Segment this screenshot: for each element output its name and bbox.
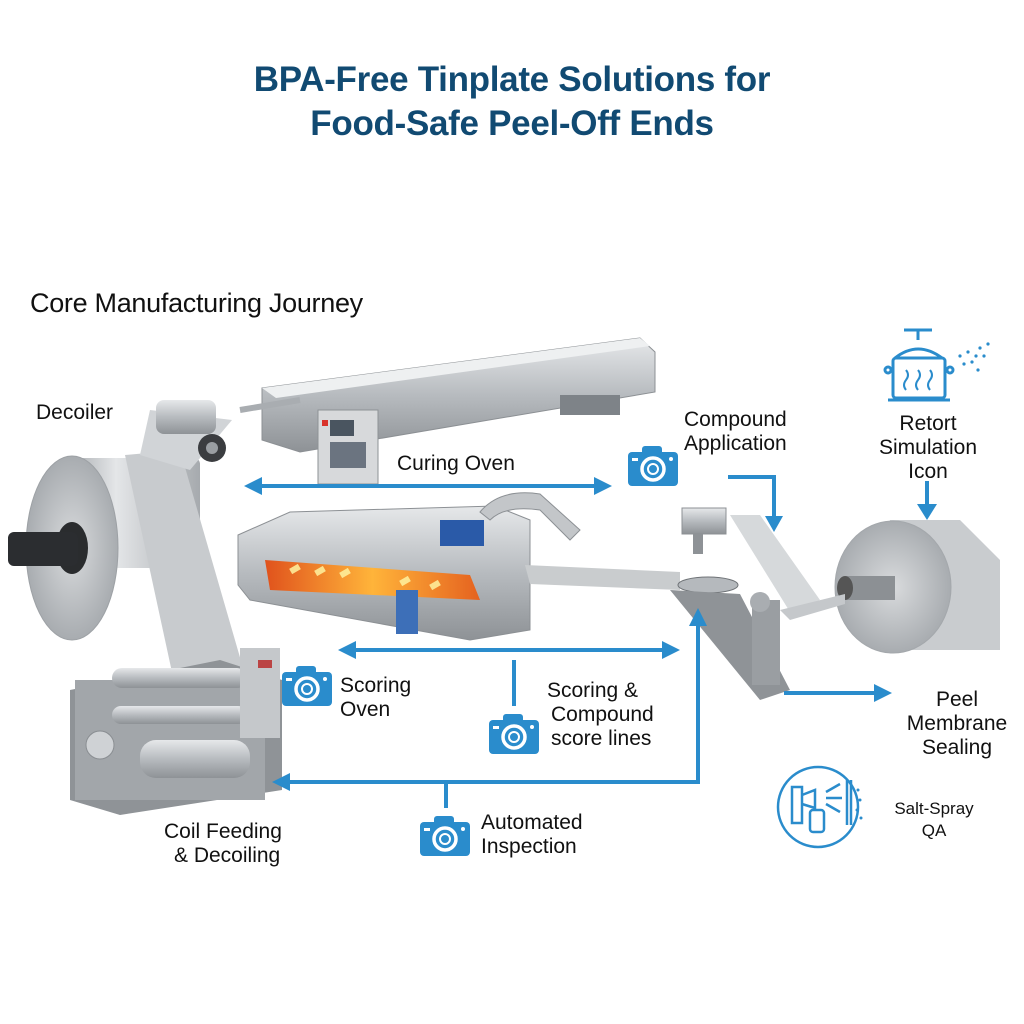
section-heading: Core Manufacturing Journey [30,288,363,318]
label-scoring-oven: Scoring Oven [340,674,411,722]
label-line: Inspection [481,835,577,858]
compound-dispenser [670,507,820,700]
label-line: Coil Feeding [164,820,282,843]
label-line: Sealing [921,736,993,759]
camera-icon [489,714,539,754]
label-line: & Decoiling [174,844,281,867]
label-line: Simulation [878,436,978,459]
flow-arrows [258,475,929,808]
label-peel-membrane-sealing: Peel Membrane Sealing [902,688,1012,760]
title-line-2: Food-Safe Peel-Off Ends [310,104,714,143]
label-line: Salt-Spray [894,799,974,818]
label-decoiler: Decoiler [36,401,114,424]
label-line: score lines [551,727,652,750]
label-scoring-compound: Scoring & Compound score lines [545,679,654,751]
label-retort-simulation: Retort Simulation Icon [866,412,990,484]
steam-dots [958,342,990,372]
label-line: Icon [908,460,948,483]
label-line: Retort [899,412,957,435]
camera-icon [628,446,678,486]
camera-icon [282,666,332,706]
label-curing-oven: Curing Oven [397,452,515,475]
label-line: Compound [684,408,787,431]
label-line: Compound [551,703,654,726]
coil-roll [8,400,250,700]
membrane-roll [780,520,1000,654]
label-coil-feeding: Coil Feeding & Decoiling [164,820,282,868]
pressure-cooker-icon [883,328,955,402]
curing-oven-machine [239,337,656,485]
spray-dots [855,788,863,820]
arrow-heads [244,477,937,791]
spray-test-icon [776,765,860,849]
scoring-press [237,492,680,641]
label-line: Oven [340,698,391,721]
label-compound-application: Compound Application [684,408,787,456]
label-salt-spray-qa: Salt-Spray QA [884,798,984,842]
label-line: QA [921,821,947,840]
label-line: Scoring & [547,679,639,702]
label-line: Application [684,432,787,455]
page-title: BPA-Free Tinplate Solutions for Food-Saf… [0,58,1024,146]
feed-roller-unit [70,648,282,815]
label-line: Scoring [340,674,412,697]
title-line-1: BPA-Free Tinplate Solutions for [253,60,771,99]
label-line: Peel [935,688,979,711]
camera-icon [420,816,470,856]
label-automated-inspection: Automated Inspection [481,811,583,859]
label-line: Membrane [906,712,1008,735]
label-line: Automated [481,811,583,834]
